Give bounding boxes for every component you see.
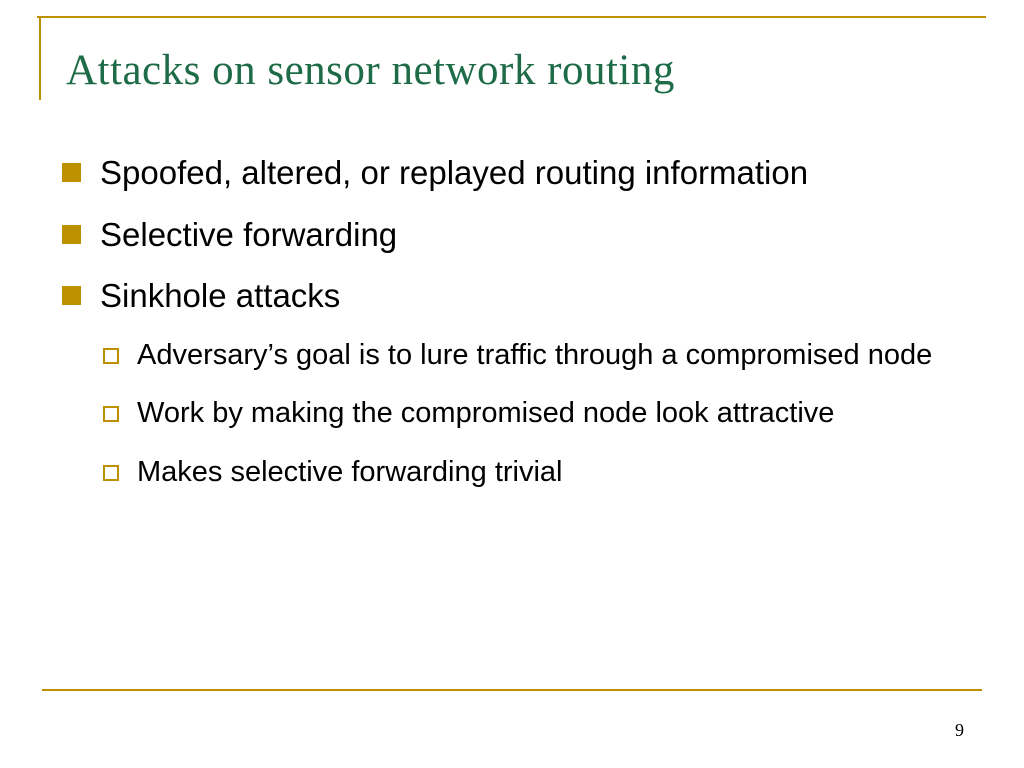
filled-square-bullet-icon <box>62 286 81 305</box>
hollow-square-bullet-icon <box>103 465 119 482</box>
slide-title: Attacks on sensor network routing <box>66 47 675 94</box>
bullet-text: Work by making the compromised node look… <box>137 397 835 430</box>
bullet-text: Sinkhole attacks <box>100 277 341 314</box>
bullet-item-level1: Selective forwarding <box>62 210 962 260</box>
title-vertical-accent-line <box>39 16 41 100</box>
bullet-text: Makes selective forwarding trivial <box>137 456 563 489</box>
bullet-item-level1: Spoofed, altered, or replayed routing in… <box>62 148 962 198</box>
bullet-text: Selective forwarding <box>100 215 398 253</box>
bottom-accent-line <box>42 689 982 691</box>
hollow-square-bullet-icon <box>103 347 119 364</box>
bullet-text: Spoofed, altered, or replayed routing in… <box>100 154 809 191</box>
hollow-square-bullet-icon <box>103 406 119 423</box>
bullet-item-level2: Adversary’s goal is to lure traffic thro… <box>103 333 962 378</box>
page-number: 9 <box>955 720 964 740</box>
top-accent-line <box>37 16 986 18</box>
filled-square-bullet-icon <box>62 163 81 182</box>
bullet-item-level2: Work by making the compromised node look… <box>103 391 962 436</box>
bullet-text: Adversary’s goal is to lure traffic thro… <box>137 338 933 371</box>
slide-body: Spoofed, altered, or replayed routing in… <box>62 148 962 509</box>
filled-square-bullet-icon <box>62 224 81 244</box>
bullet-item-level1: Sinkhole attacks <box>62 271 962 321</box>
bullet-item-level2: Makes selective forwarding trivial <box>103 450 962 495</box>
